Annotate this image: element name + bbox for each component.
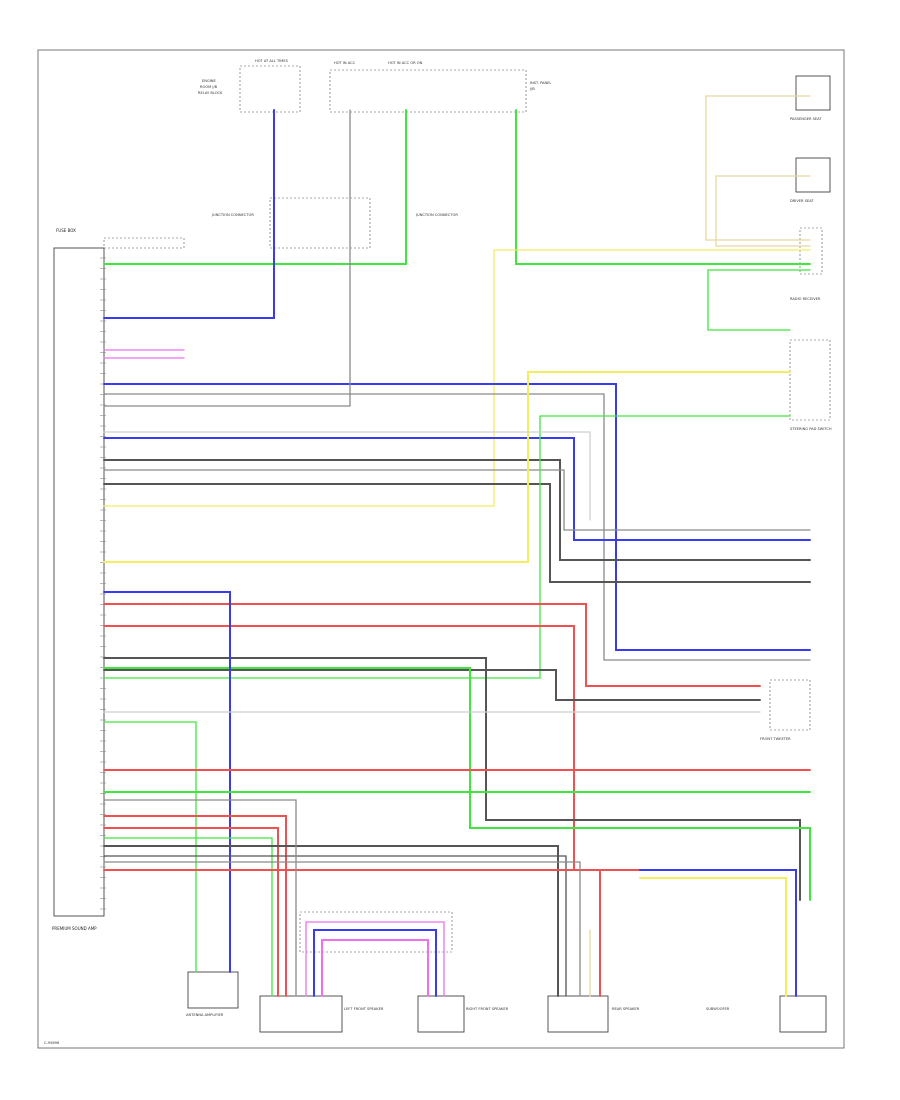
wire-tan-2 xyxy=(715,175,811,247)
wire-blue-sub xyxy=(639,869,797,997)
junction-right-label: JUNCTION CONNECTOR xyxy=(415,213,458,217)
wire-pink-spk2 xyxy=(305,921,445,997)
left-front-speaker xyxy=(259,995,343,1033)
svg-text:ENGINE: ENGINE xyxy=(202,79,216,83)
subwoofer xyxy=(779,995,827,1033)
bottom-3-label: RIGHT FRONT SPEAKER xyxy=(466,1007,509,1011)
wire-pink-spk xyxy=(321,939,429,997)
wire-red-6 xyxy=(103,869,601,997)
driver-seat-module xyxy=(795,157,831,193)
wire-blue-top xyxy=(103,109,275,319)
wire-green-3 xyxy=(103,667,811,901)
junction-left-label: JUNCTION CONNECTOR xyxy=(211,213,254,217)
wire-black-4 xyxy=(103,669,761,701)
wire-gray-2 xyxy=(103,469,811,531)
wire-yellow-vert xyxy=(103,249,811,507)
wire-yellow-sub xyxy=(639,877,787,997)
svg-text:INST. PANEL: INST. PANEL xyxy=(530,81,551,85)
wire-group xyxy=(103,95,811,997)
wire-blue-2 xyxy=(103,437,811,541)
wire-gray-1 xyxy=(103,393,811,661)
ecu-name-label: PREMIUM SOUND AMP xyxy=(52,926,97,931)
wire-red-2 xyxy=(103,625,641,871)
wire-black-2 xyxy=(103,483,811,583)
wire-green-top xyxy=(103,109,407,265)
wire-green-long xyxy=(103,415,791,679)
bottom-connectors: ANTENNA AMPLIFIER LEFT FRONT SPEAKER RIG… xyxy=(186,911,827,1033)
fuse-block-middle: HOT IN ACC HOT IN ACC OR ON INST. PANEL … xyxy=(329,61,551,113)
diagram-frame xyxy=(37,49,845,1049)
bottom-1-label: ANTENNA AMPLIFIER xyxy=(186,1013,224,1017)
bottom-5-label: SUBWOOFER xyxy=(706,1007,730,1011)
wire-green-top-right xyxy=(515,109,811,265)
right-speaker-label: FRONT TWEETER xyxy=(760,737,791,741)
right-mid-2-label: STEERING PAD SWITCH xyxy=(790,427,832,431)
wire-gray-5 xyxy=(103,861,581,997)
ecu-supply-label: FUSE BOX xyxy=(56,228,76,233)
fuse-block-right-label: HOT IN ACC OR ON xyxy=(388,61,423,65)
wire-red-4 xyxy=(103,815,287,997)
fuse-block-middle-label: HOT IN ACC xyxy=(334,61,356,65)
bottom-2-label: LEFT FRONT SPEAKER xyxy=(344,1007,384,1011)
wire-black-1 xyxy=(103,459,811,561)
wire-tan-1 xyxy=(705,95,811,241)
passenger-seat-module xyxy=(795,75,831,111)
footer-code: C-95896 xyxy=(44,1041,60,1045)
wire-black-5 xyxy=(103,845,559,997)
bottom-4-label: REAR SPEAKER xyxy=(612,1007,640,1011)
top-right-2-label: DRIVER SEAT xyxy=(790,199,814,203)
wire-blue-long xyxy=(103,383,811,651)
wire-black-3 xyxy=(103,657,801,901)
right-front-speaker xyxy=(417,995,465,1033)
wire-blue-ant xyxy=(103,591,231,973)
svg-text:J/B: J/B xyxy=(529,87,535,91)
premium-sound-amp-ecu: FUSE BOX PREMIUM SOUND AMP xyxy=(52,228,185,931)
svg-text:ROOM J/B: ROOM J/B xyxy=(200,85,218,89)
wire-gray-3 xyxy=(103,109,351,407)
wire-green-ra xyxy=(707,269,811,331)
wire-green-5 xyxy=(103,837,273,997)
wire-green-ant xyxy=(103,721,197,973)
wire-ltgray-1 xyxy=(103,431,591,521)
fuse-block-left: HOT AT ALL TIMES ENGINE ROOM J/B RELAY B… xyxy=(198,59,301,113)
wire-blue-spk xyxy=(313,929,437,997)
wire-gray-4 xyxy=(103,799,297,997)
fuse-block-left-label: HOT AT ALL TIMES xyxy=(255,59,289,63)
top-right-1-label: PASSENGER SEAT xyxy=(790,117,822,121)
wire-black-6 xyxy=(103,855,567,997)
wire-red-1 xyxy=(103,603,761,687)
right-mid-1-label: RADIO RECEIVER xyxy=(790,297,821,301)
wire-yellow-long xyxy=(103,371,791,563)
svg-text:RELAY BLOCK: RELAY BLOCK xyxy=(198,91,223,95)
wire-red-5 xyxy=(103,827,279,997)
rear-speaker xyxy=(547,995,609,1033)
antenna-amplifier xyxy=(187,971,239,1009)
